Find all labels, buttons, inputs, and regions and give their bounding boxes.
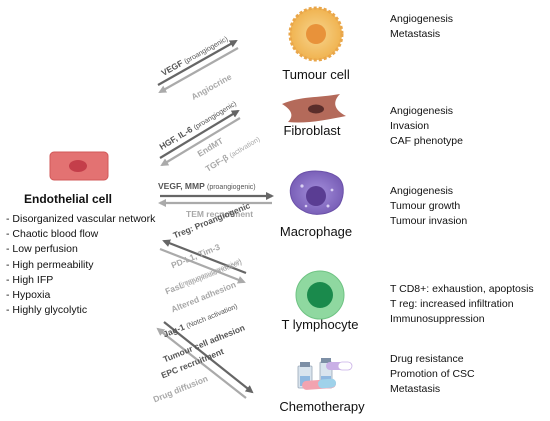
effect-item: Immunosuppression [390, 313, 485, 325]
effect-item: Angiogenesis [390, 13, 454, 25]
chemotherapy-label: Chemotherapy [279, 399, 365, 414]
macrophage-arrow-label-bottom: TEM recruitment [186, 209, 254, 219]
effect-item: T CD8+: exhaustion, apoptosis [390, 283, 534, 295]
tumour-cell-icon [288, 6, 344, 62]
t-lymphocyte-label: T lymphocyte [281, 317, 359, 332]
endothelial-feature: - Hypoxia [6, 289, 51, 302]
effect-item: CAF phenotype [390, 135, 463, 147]
fibroblast-icon [282, 94, 346, 123]
effect-item: Metastasis [390, 28, 441, 40]
tumour-cell-label: Tumour cell [282, 67, 350, 82]
effect-item: Angiogenesis [390, 185, 454, 197]
endothelial-feature: - Disorganized vascular network [6, 213, 156, 225]
t-lymphocyte-icon [295, 270, 345, 320]
effect-item: Promotion of CSC [390, 368, 475, 380]
effect-item: Tumour growth [390, 200, 461, 212]
effect-item: Angiogenesis [390, 105, 454, 117]
tumour-arrows [157, 40, 239, 93]
effect-item: Drug resistance [390, 353, 464, 365]
macrophage-arrows [158, 192, 274, 207]
macrophage-effects: Angiogenesis Tumour growth Tumour invasi… [390, 184, 467, 229]
chemotherapy-effects: Drug resistance Promotion of CSC Metasta… [390, 352, 475, 397]
effect-item: Invasion [390, 120, 430, 132]
chemotherapy-icon [297, 358, 353, 390]
fibroblast-arrows [159, 109, 241, 167]
lymphocyte-effects: T CD8+: exhaustion, apoptosis T reg: inc… [390, 282, 534, 327]
chemo-arrows [156, 321, 254, 399]
effect-item: Metastasis [390, 383, 441, 395]
fibroblast-label: Fibroblast [283, 123, 341, 138]
macrophage-icon [289, 170, 344, 215]
endothelial-feature: - High permeability [6, 258, 94, 271]
endothelial-feature: - High IFP [6, 273, 54, 286]
tumour-effects: Angiogenesis Metastasis [390, 12, 453, 42]
lymphocyte-arrows [159, 239, 247, 284]
fibroblast-effects: Angiogenesis Invasion CAF phenotype [390, 104, 463, 149]
endothelial-feature: - Low perfusion [6, 243, 78, 256]
effect-item: Tumour invasion [390, 215, 468, 227]
endothelial-cell-icon [49, 151, 109, 181]
effect-item: T reg: increased infiltration [390, 298, 514, 310]
endothelial-title: Endothelial cell [24, 192, 113, 206]
endothelial-feature-list: - Disorganized vascular network - Chaoti… [6, 212, 156, 318]
macrophage-arrow-label-top: VEGF, MMP (proangiogenic) [158, 181, 256, 191]
endothelial-feature: - Highly glycolytic [6, 304, 88, 317]
endothelial-feature: - Chaotic blood flow [6, 228, 99, 241]
macrophage-label: Macrophage [279, 224, 353, 239]
